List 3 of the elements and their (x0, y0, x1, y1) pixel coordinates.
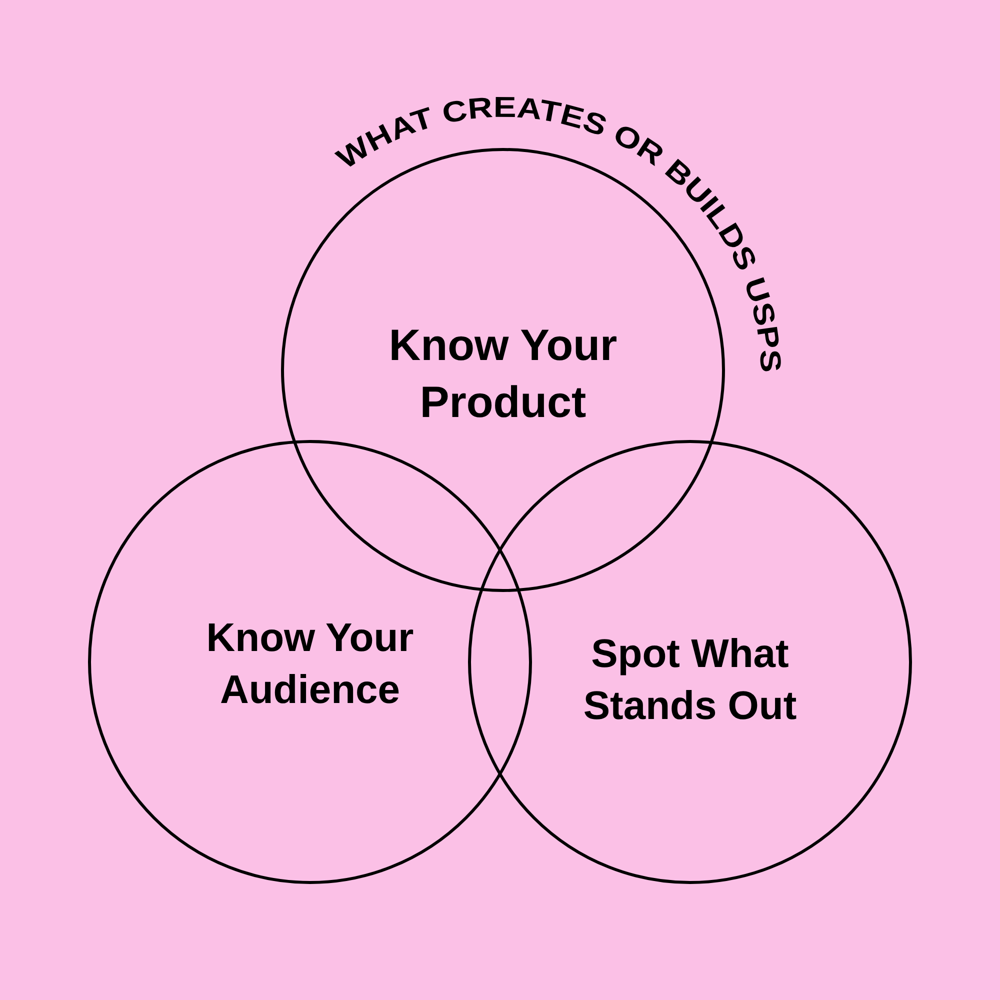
circle-label: Spot What Stands Out (582, 631, 798, 730)
circle-label: Know Your Audience (205, 615, 415, 714)
circle-label: Know Your Product (388, 320, 618, 429)
